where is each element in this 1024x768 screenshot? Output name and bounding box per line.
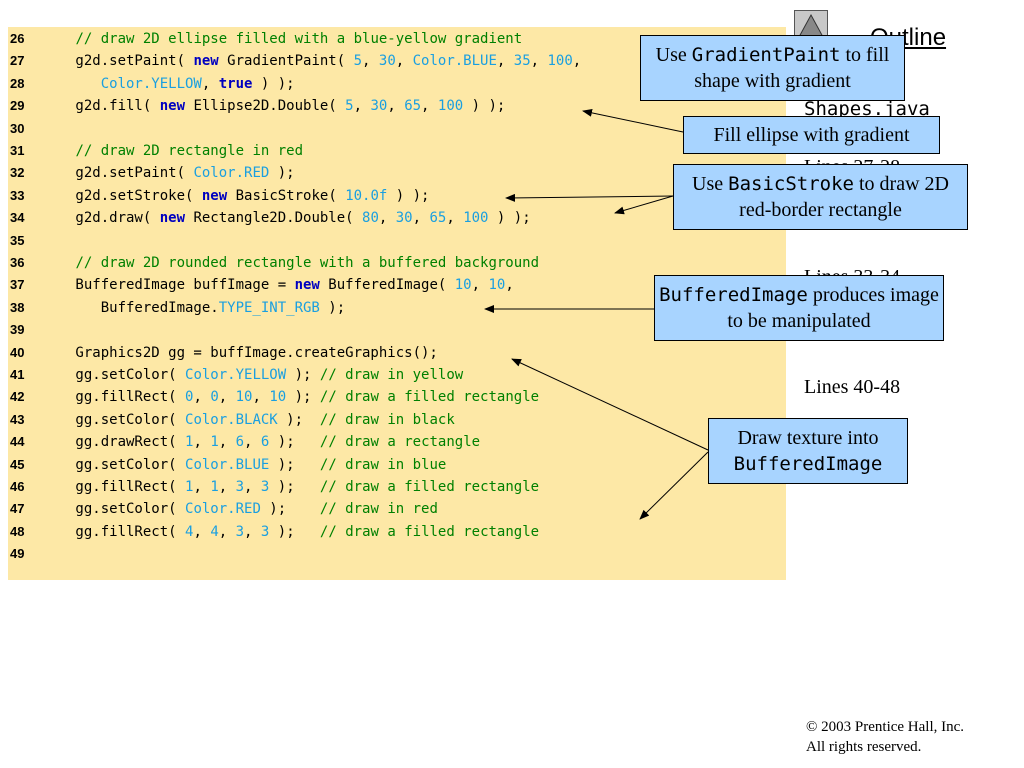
code-line: 48 gg.fillRect( 4, 4, 3, 3 ); // draw a … bbox=[8, 521, 786, 543]
arrow-line bbox=[639, 451, 709, 520]
line-number: 47 bbox=[10, 501, 25, 517]
code-line: 40 Graphics2D gg = buffImage.createGraph… bbox=[8, 342, 786, 364]
code-line: 39 bbox=[8, 319, 786, 341]
code-text: Color.YELLOW, true ) ); bbox=[100, 75, 295, 92]
callout-text: produces image to be manipulated bbox=[727, 284, 939, 332]
callout-code: BufferedImage bbox=[733, 453, 883, 475]
callout-basic-stroke: Use BasicStroke to draw 2D red-border re… bbox=[673, 164, 968, 230]
code-text: gg.fillRect( 1, 1, 3, 3 ); // draw a fil… bbox=[8, 479, 540, 495]
callout-fill-ellipse: Fill ellipse with gradient bbox=[683, 116, 940, 154]
line-number: 31 bbox=[10, 143, 25, 158]
code-line: 49 bbox=[8, 543, 786, 565]
line-number: 33 bbox=[10, 187, 25, 203]
code-text: g2d.setStroke( new BasicStroke( 10.0f ) … bbox=[8, 187, 430, 204]
line-number: 32 bbox=[10, 165, 25, 181]
arrow-line bbox=[582, 108, 684, 133]
code-text: gg.drawRect( 1, 1, 6, 6 ); // draw a rec… bbox=[8, 434, 481, 451]
line-number: 45 bbox=[10, 456, 25, 472]
line-number: 44 bbox=[10, 434, 25, 450]
code-line: 46 gg.fillRect( 1, 1, 3, 3 ); // draw a … bbox=[8, 476, 786, 498]
line-number: 27 bbox=[10, 53, 25, 69]
line-number: 40 bbox=[10, 344, 25, 360]
code-line: 34 g2d.draw( new Rectangle2D.Double( 80,… bbox=[8, 207, 786, 229]
code-line: 28 Color.YELLOW, true ) ); bbox=[8, 73, 786, 95]
line-number: 26 bbox=[10, 31, 25, 46]
copyright-notice: © 2003 Prentice Hall, Inc. All rights re… bbox=[806, 717, 964, 757]
line-number: 36 bbox=[10, 255, 25, 270]
code-text: g2d.setPaint( new GradientPaint( 5, 30, … bbox=[8, 53, 582, 70]
code-text: gg.setColor( Color.BLUE ); // draw in bl… bbox=[8, 456, 447, 473]
code-text: BufferedImage.TYPE_INT_RGB ); bbox=[8, 299, 346, 316]
callout-code: BufferedImage bbox=[659, 284, 808, 306]
code-text: BufferedImage buffImage = new BufferedIm… bbox=[8, 277, 514, 294]
callout-text: to fill shape with gradient bbox=[694, 44, 890, 92]
callout-gradient-paint: Use GradientPaint to fill shape with gra… bbox=[640, 35, 905, 101]
callout-code: GradientPaint bbox=[691, 44, 841, 66]
callout-text: to draw 2D red-border rectangle bbox=[739, 173, 949, 221]
callout-texture: Draw texture into BufferedImage bbox=[708, 418, 908, 484]
code-line: 42 gg.fillRect( 0, 0, 10, 10 ); // draw … bbox=[8, 386, 786, 408]
code-text: Graphics2D gg = buffImage.createGraphics… bbox=[8, 344, 438, 361]
code-line: 33 g2d.setStroke( new BasicStroke( 10.0f… bbox=[8, 185, 786, 207]
code-line: 37 BufferedImage buffImage = new Buffere… bbox=[8, 274, 786, 296]
code-line: 26 // draw 2D ellipse filled with a blue… bbox=[8, 28, 786, 50]
code-line: 30 bbox=[8, 118, 786, 140]
code-text: g2d.draw( new Rectangle2D.Double( 80, 30… bbox=[8, 210, 531, 227]
line-number: 34 bbox=[10, 210, 25, 226]
line-number: 30 bbox=[10, 120, 25, 136]
code-text: gg.fillRect( 4, 4, 3, 3 ); // draw a fil… bbox=[8, 523, 540, 540]
callout-text: Fill ellipse with gradient bbox=[713, 124, 910, 146]
line-ref-label: Lines 40-48 bbox=[804, 376, 901, 398]
code-line: 38 BufferedImage.TYPE_INT_RGB ); bbox=[8, 297, 786, 319]
line-number: 48 bbox=[10, 523, 25, 539]
code-line: 35 bbox=[8, 230, 786, 252]
code-line: 43 gg.setColor( Color.BLACK ); // draw i… bbox=[8, 409, 786, 431]
callout-text: Use bbox=[692, 173, 729, 195]
callout-text: Use bbox=[655, 44, 692, 66]
arrow-line bbox=[511, 358, 709, 451]
code-text: // draw 2D rectangle in red bbox=[75, 143, 304, 159]
code-text: // draw 2D rounded rectangle with a buff… bbox=[75, 255, 540, 271]
code-line: 29 g2d.fill( new Ellipse2D.Double( 5, 30… bbox=[8, 95, 786, 117]
line-number: 46 bbox=[10, 479, 25, 494]
code-text: gg.setColor( Color.BLACK ); // draw in b… bbox=[8, 411, 455, 428]
line-number: 29 bbox=[10, 98, 25, 114]
arrow-line bbox=[614, 195, 674, 215]
code-text: g2d.setPaint( Color.RED ); bbox=[8, 165, 295, 182]
line-number: 49 bbox=[10, 546, 25, 562]
code-line: 41 gg.setColor( Color.YELLOW ); // draw … bbox=[8, 364, 786, 386]
copyright-icon: © bbox=[806, 719, 818, 735]
callout-buffered-image: BufferedImage produces image to be manip… bbox=[654, 275, 944, 341]
line-number: 39 bbox=[10, 322, 25, 338]
copyright-line2: All rights reserved. bbox=[806, 739, 922, 755]
code-line: 27 g2d.setPaint( new GradientPaint( 5, 3… bbox=[8, 50, 786, 72]
file-name: Shapes.java bbox=[804, 98, 930, 120]
code-text: gg.setColor( Color.RED ); // draw in red bbox=[8, 501, 438, 518]
code-line: 32 g2d.setPaint( Color.RED ); bbox=[8, 162, 786, 184]
code-line: 44 gg.drawRect( 1, 1, 6, 6 ); // draw a … bbox=[8, 431, 786, 453]
line-number: 28 bbox=[10, 75, 25, 91]
code-line: 31 // draw 2D rectangle in red bbox=[8, 140, 786, 162]
arrow-line bbox=[505, 193, 674, 202]
code-text: gg.setColor( Color.YELLOW ); // draw in … bbox=[8, 367, 464, 383]
code-line: 47 gg.setColor( Color.RED ); // draw in … bbox=[8, 498, 786, 520]
callout-code: BasicStroke bbox=[728, 173, 854, 195]
code-line: 36 // draw 2D rounded rectangle with a b… bbox=[8, 252, 786, 274]
line-number: 42 bbox=[10, 389, 25, 405]
code-text: gg.fillRect( 0, 0, 10, 10 ); // draw a f… bbox=[8, 389, 540, 406]
code-text: g2d.fill( new Ellipse2D.Double( 5, 30, 6… bbox=[8, 98, 506, 115]
line-number: 35 bbox=[10, 232, 25, 248]
callout-text: Draw texture into bbox=[737, 427, 879, 449]
code-line: 45 gg.setColor( Color.BLUE ); // draw in… bbox=[8, 454, 786, 476]
code-text: // draw 2D ellipse filled with a blue-ye… bbox=[75, 31, 523, 47]
copyright-line1: 2003 Prentice Hall, Inc. bbox=[817, 719, 965, 735]
line-number: 41 bbox=[10, 367, 25, 382]
line-number: 37 bbox=[10, 277, 25, 293]
line-number: 43 bbox=[10, 411, 25, 427]
line-number: 38 bbox=[10, 299, 25, 315]
